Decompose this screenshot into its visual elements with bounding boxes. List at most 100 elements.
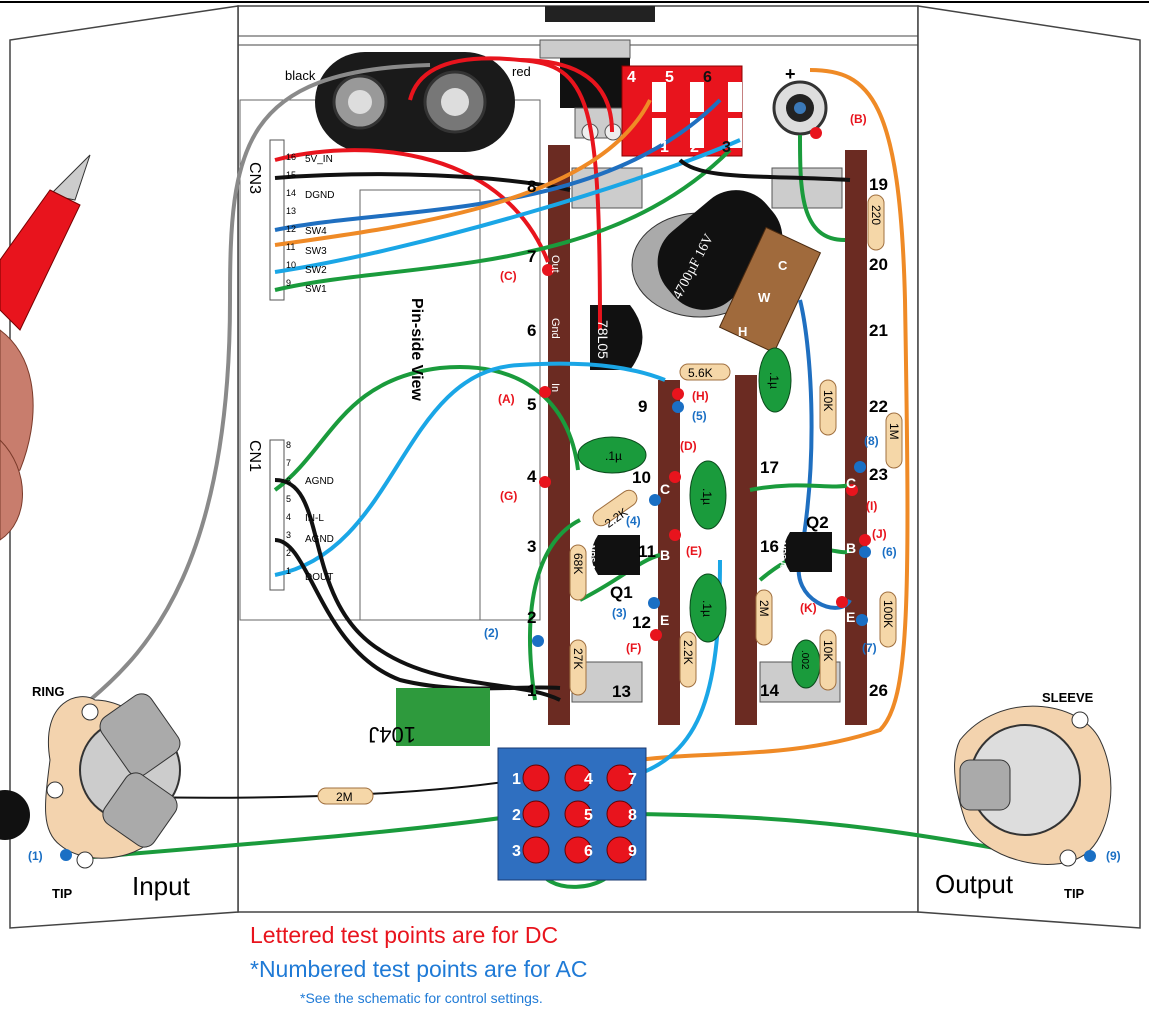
- row-number: 16: [760, 537, 779, 556]
- row-number: 4: [527, 467, 537, 486]
- small-cap-label: .002: [799, 650, 810, 670]
- cn1-pin: 2: [286, 548, 291, 558]
- ac-test-point: (3): [612, 606, 627, 620]
- resistor-label: 10K: [821, 390, 835, 411]
- battery-clip: [315, 52, 515, 152]
- switch-pin: 1: [512, 771, 521, 788]
- row-number: 22: [869, 397, 888, 416]
- cn3-pin: 14: [286, 188, 296, 198]
- row-number: 7: [527, 247, 536, 266]
- ac-test-point: (8): [864, 434, 879, 448]
- cn1-pin: 8: [286, 440, 291, 450]
- regulator-gnd: Gnd: [549, 318, 561, 339]
- cn1-pin: 3: [286, 530, 291, 540]
- output-label: Output: [935, 869, 1014, 899]
- cn3-pin: 12: [286, 224, 296, 234]
- footswitch-3pdt: [497, 747, 647, 881]
- test-point-dots: [60, 127, 1096, 862]
- pot-pin: C: [778, 258, 788, 273]
- cn3-pin: 11: [286, 242, 295, 252]
- resistor-label: 1M: [887, 423, 901, 440]
- dip-pin: 5: [665, 69, 674, 86]
- resistor-label: 220: [869, 205, 883, 225]
- q1-name: Q1: [610, 583, 633, 602]
- wires: [59, 56, 1061, 889]
- cn3-title: CN3: [246, 162, 263, 194]
- input-label: Input: [132, 871, 191, 901]
- output-jack: [954, 705, 1112, 867]
- cn1-pin: 7: [286, 458, 291, 468]
- dip-pin: 3: [722, 139, 731, 156]
- row-number: 13: [612, 682, 631, 701]
- pin-side-view-label: Pin-side View: [408, 298, 425, 401]
- cn1-label: DOUT: [305, 572, 333, 583]
- ac-test-point: (6): [882, 545, 897, 559]
- row-number: 21: [869, 321, 888, 340]
- dc-test-point: (B): [850, 112, 867, 126]
- ac-test-point: (4): [626, 514, 641, 528]
- film-cap-label: .1µ: [605, 449, 622, 463]
- q2-pin: E: [846, 609, 855, 625]
- control-settings-note: *See the schematic for control settings.: [300, 990, 543, 1006]
- battery-red-label: red: [512, 64, 531, 79]
- row-number: 23: [869, 465, 888, 484]
- row-number: 17: [760, 458, 779, 477]
- transistors: [591, 532, 832, 575]
- row-number: 26: [869, 681, 888, 700]
- resistor-label: 2.2K: [681, 640, 695, 665]
- cn3-pin: 13: [286, 206, 296, 216]
- dc-test-point: (C): [500, 269, 517, 283]
- ac-test-point: (5): [692, 409, 707, 423]
- row-number: 8: [527, 177, 536, 196]
- pot-pin: W: [758, 290, 771, 305]
- dc-caption: Lettered test points are for DC: [250, 922, 559, 948]
- dc-test-point: (I): [866, 499, 877, 513]
- dip-pin: 6: [703, 69, 712, 86]
- regulator-label: 78L05: [595, 320, 611, 359]
- regulator-in: In: [549, 383, 561, 392]
- box-capacitor-label: 104J: [368, 722, 416, 747]
- resistor-label: 2M: [757, 600, 771, 617]
- cn3-label: 5V_IN: [305, 154, 333, 165]
- pot-pin: H: [738, 324, 747, 339]
- switch-pin: 2: [512, 807, 521, 824]
- dc-test-point: (K): [800, 601, 817, 615]
- led-plus: +: [785, 64, 796, 84]
- cn1-label: IN-L: [305, 513, 324, 524]
- dc-test-point: (F): [626, 641, 641, 655]
- cn3-label: SW1: [305, 284, 327, 295]
- cn3-label: SW4: [305, 226, 327, 237]
- switch-pin: 6: [584, 843, 593, 860]
- dip-pin: 1: [660, 139, 669, 156]
- cn1-pin: 4: [286, 512, 291, 522]
- row-number: 10: [632, 468, 651, 487]
- resistors: [317, 194, 903, 805]
- row-number: 1: [527, 681, 536, 700]
- ac-test-point: (7): [862, 641, 877, 655]
- dc-test-point: (H): [692, 389, 709, 403]
- switch-pin: 8: [628, 807, 637, 824]
- input-ring-label: RING: [32, 684, 65, 699]
- ac-test-point: (9): [1106, 849, 1121, 863]
- film-cap-label: .1µ: [767, 372, 781, 389]
- film-cap-label: .1µ: [700, 488, 714, 505]
- resistor-label: 27K: [571, 648, 585, 669]
- led: [772, 80, 828, 136]
- q1-marking: MPS A18: [587, 545, 596, 579]
- ac-test-point: (1): [28, 849, 43, 863]
- test-probe: [0, 154, 91, 541]
- cn3-label: SW3: [305, 246, 327, 257]
- cn3-label: SW2: [305, 265, 327, 276]
- row-number: 12: [632, 613, 651, 632]
- resistor-label: 2M: [336, 790, 353, 804]
- cn1-title: CN1: [246, 440, 263, 472]
- cn3-pin: 16: [286, 152, 296, 162]
- q2-name: Q2: [806, 513, 829, 532]
- q1-pin: C: [660, 481, 670, 497]
- trim-pot: [718, 226, 822, 354]
- box-capacitor: [396, 688, 490, 746]
- dip-pin: 4: [627, 69, 636, 86]
- row-number: 20: [869, 255, 888, 274]
- output-sleeve-label: SLEEVE: [1042, 690, 1094, 705]
- dc-test-point: (E): [686, 544, 702, 558]
